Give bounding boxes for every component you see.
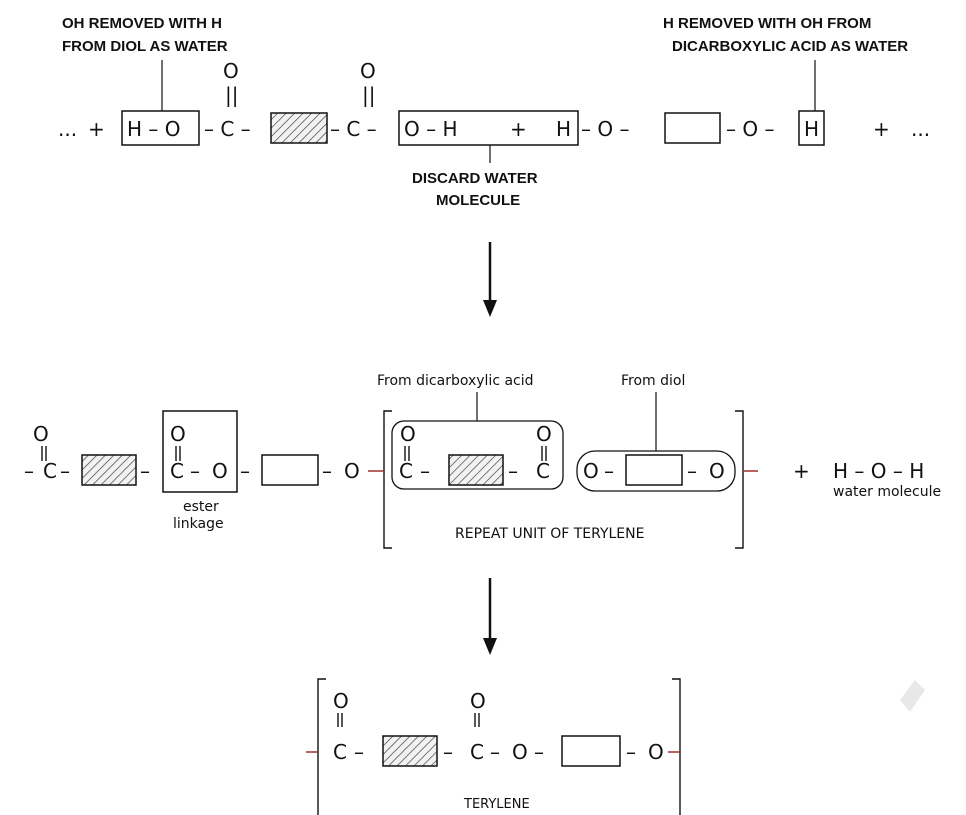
reaction-arrow-1 xyxy=(483,242,497,317)
label-terylene: TERYLENE xyxy=(463,797,530,812)
repeat-dash-4: – xyxy=(687,459,697,483)
corner-mark xyxy=(900,680,925,712)
ester-linkage-box xyxy=(162,410,238,493)
diol-block-top xyxy=(664,112,721,144)
water-formula: H – O – H xyxy=(833,459,924,483)
hatched-aromatic-block-top xyxy=(270,112,328,144)
repeat-dash-2: – xyxy=(508,459,518,483)
carbonyl-c-ester: C xyxy=(170,459,184,483)
oxygen-top-repeat-2: O xyxy=(536,422,552,446)
carbonyl-c-repeat-2: C xyxy=(536,459,550,483)
repeat-oxygen-2: O xyxy=(709,459,725,483)
chain-dash-2: – xyxy=(140,459,150,483)
carbonyl-c-repeat-1: C xyxy=(399,459,413,483)
diol-block-1 xyxy=(261,454,319,486)
carbonyl-c-left: – C – xyxy=(204,117,251,141)
chain-dash-4: – xyxy=(322,459,332,483)
label-from-dicarboxylic-acid: From dicarboxylic acid xyxy=(377,373,534,389)
bottom-row-terylene: O C – – O C – O – – O TERYLENE xyxy=(306,678,681,815)
label-h-removed-line1: H REMOVED WITH OH FROM xyxy=(663,15,871,32)
label-oh-removed-line2: FROM DIOL AS WATER xyxy=(62,38,228,55)
terylene-oxygen-top-1: O xyxy=(333,689,349,713)
repeat-dash-1: – xyxy=(420,459,430,483)
repeat-oxygen-1: O xyxy=(583,459,599,483)
terylene-oxygen-2: O xyxy=(648,740,664,764)
plus-inside-box: + xyxy=(510,117,527,141)
terylene-dash-2: – xyxy=(443,740,453,764)
label-discard-line1: DISCARD WATER xyxy=(412,170,538,187)
label-repeat-unit: REPEAT UNIT OF TERYLENE xyxy=(455,526,644,542)
repeat-bracket-right xyxy=(735,410,744,549)
carbonyl-c-1: C xyxy=(43,459,57,483)
oh-removal-box xyxy=(121,110,200,146)
ester-oxygen: O xyxy=(212,459,228,483)
double-bond-right: || xyxy=(362,83,375,107)
terylene-dash-3: – xyxy=(490,740,500,764)
terylene-diol-block xyxy=(561,735,621,767)
dicarboxylic-acid-portion-box xyxy=(391,420,564,490)
o-h-group: O – H xyxy=(404,117,458,141)
label-from-diol: From diol xyxy=(621,373,685,389)
terylene-bracket-right xyxy=(672,678,681,815)
repeat-bracket-left xyxy=(383,410,392,549)
carbonyl-c-right: – C – xyxy=(330,117,377,141)
repeat-dash-3: – xyxy=(604,459,614,483)
diol-block-repeat xyxy=(625,454,683,486)
label-oh-removed-line1: OH REMOVED WITH H xyxy=(62,15,222,32)
chain-dash-start: – xyxy=(24,459,34,483)
terylene-hatched-aromatic-block xyxy=(382,735,438,767)
h-right: H xyxy=(804,117,819,141)
hatched-aromatic-block-repeat xyxy=(448,454,504,486)
chain-dash-3: – xyxy=(240,459,250,483)
label-ester: ester xyxy=(183,499,219,515)
terylene-carbonyl-c-2: C xyxy=(470,740,484,764)
terylene-bracket-left xyxy=(317,678,326,815)
label-discard-line2: MOLECULE xyxy=(436,192,520,209)
terylene-oxygen-top-2: O xyxy=(470,689,486,713)
oxygen-top-left: O xyxy=(223,59,239,83)
label-h-removed-line2: DICARBOXYLIC ACID AS WATER xyxy=(672,38,908,55)
terylene-oxygen-1: O xyxy=(512,740,528,764)
ellipsis-left: ... xyxy=(58,117,77,141)
double-bond-left: || xyxy=(225,83,238,107)
h-o-group: H – O xyxy=(127,117,181,141)
label-water-molecule: water molecule xyxy=(833,484,941,500)
ester-dash: – xyxy=(190,459,200,483)
terylene-dash-1: – xyxy=(354,740,364,764)
hatched-aromatic-block-1 xyxy=(81,454,137,486)
oxygen-top-right: O xyxy=(360,59,376,83)
chain-dash-1: – xyxy=(60,459,70,483)
h-removal-box xyxy=(798,110,825,146)
plus-right: + xyxy=(873,117,890,141)
terylene-dash-5: – xyxy=(626,740,636,764)
middle-row-polymer: From dicarboxylic acid From diol – C O –… xyxy=(24,373,941,549)
water-removal-box xyxy=(398,110,579,146)
plus-water: + xyxy=(793,459,810,483)
chain-oxygen-1: O xyxy=(344,459,360,483)
ellipsis-right: ... xyxy=(911,117,930,141)
oxygen-top-1: O xyxy=(33,422,49,446)
diol-o-right: – O – xyxy=(726,117,774,141)
diol-o-left: – O – xyxy=(581,117,629,141)
label-linkage: linkage xyxy=(173,516,224,532)
terylene-carbonyl-c-1: C xyxy=(333,740,347,764)
diol-portion-box xyxy=(576,450,736,492)
reaction-arrow-2 xyxy=(483,578,497,655)
terylene-dash-4: – xyxy=(534,740,544,764)
plus-left: + xyxy=(88,117,105,141)
top-row-monomers: OH REMOVED WITH H FROM DIOL AS WATER H R… xyxy=(58,15,930,209)
oxygen-top-repeat-1: O xyxy=(400,422,416,446)
oxygen-top-ester: O xyxy=(170,422,186,446)
h-inside-box: H xyxy=(556,117,571,141)
